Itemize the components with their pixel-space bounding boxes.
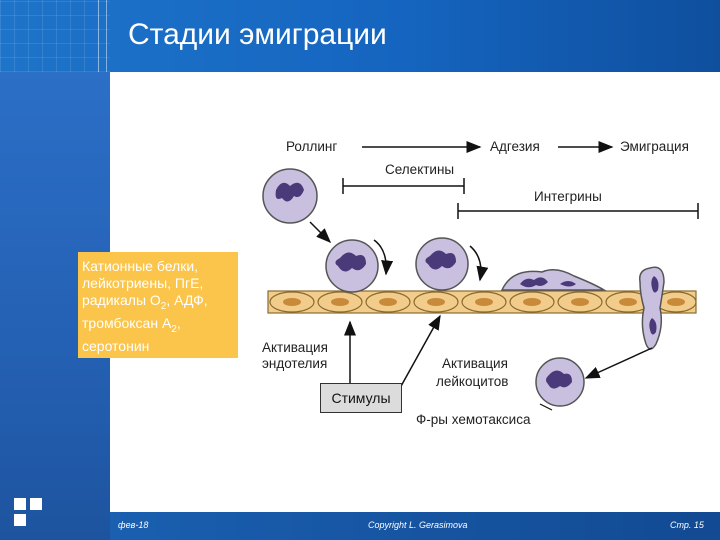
arrow-stimuli-to-leukocytes: [399, 314, 441, 389]
mediators-line: тромбоксан А2,: [82, 314, 181, 335]
header-grid-pattern: [0, 0, 110, 72]
chemotaxis-label: Ф-ры хемотаксиса: [416, 412, 531, 427]
mediators-box: [78, 252, 238, 358]
footer-date: фев-18: [118, 520, 149, 530]
stimuli-box: Стимулы: [320, 383, 402, 413]
mediators-line: радикалы О2, АДФ,: [82, 292, 208, 312]
header-divider: [98, 0, 99, 72]
footer-page-number: Стр. 15: [670, 520, 704, 530]
selectins-bracket: [342, 178, 465, 194]
mediators-text: Катионные белки, лейкотриены, ПгЕ, радик…: [82, 258, 238, 355]
endothelium-activation-label-1: Активация: [262, 340, 328, 355]
mediators-line: Катионные белки,: [82, 258, 199, 274]
logo-square-icon: [14, 498, 26, 510]
endothelium-activation-label-2: эндотелия: [262, 356, 328, 371]
leukocyte-free: [262, 168, 318, 224]
leukocyte-adhesion: [415, 237, 469, 291]
arrow-to-activated-leukocyte: [584, 347, 653, 379]
footer-copyright: Copyright L. Gerasimova: [368, 520, 468, 530]
logo-square-icon: [30, 498, 42, 510]
integrins-label: Интегрины: [534, 189, 602, 204]
stage-label-adhesion: Адгезия: [490, 139, 540, 154]
endothelium-layer: [267, 290, 697, 314]
mediators-line: лейкотриены, ПгЕ,: [82, 275, 204, 291]
leukocyte-transmigrating: [638, 266, 665, 350]
integrins-bracket: [457, 203, 699, 219]
footer-bar: [110, 512, 720, 540]
slide-title: Стадии эмиграции: [128, 18, 387, 51]
logo-square-icon: [14, 514, 26, 526]
leukocyte-activated: [535, 357, 585, 407]
leukocyte-activation-label-1: Активация: [442, 356, 508, 371]
arrow-adhesion-curve: [469, 245, 489, 282]
arrow-rolling-curve: [373, 239, 394, 276]
arrow-down-to-endothelium: [309, 221, 332, 244]
header-bar: [0, 0, 720, 72]
header-divider: [106, 0, 107, 72]
leukocyte-flattened: [500, 269, 607, 291]
mediators-line: серотонин: [82, 337, 150, 354]
leukocyte-activation-label-2: лейкоцитов: [436, 374, 509, 389]
stage-label-emigration: Эмиграция: [620, 139, 689, 154]
selectins-label: Селектины: [385, 162, 455, 177]
leukocyte-rolling: [325, 239, 379, 293]
stage-label-rolling: Роллинг: [286, 139, 338, 154]
chemotaxis-pointer: [539, 403, 553, 411]
